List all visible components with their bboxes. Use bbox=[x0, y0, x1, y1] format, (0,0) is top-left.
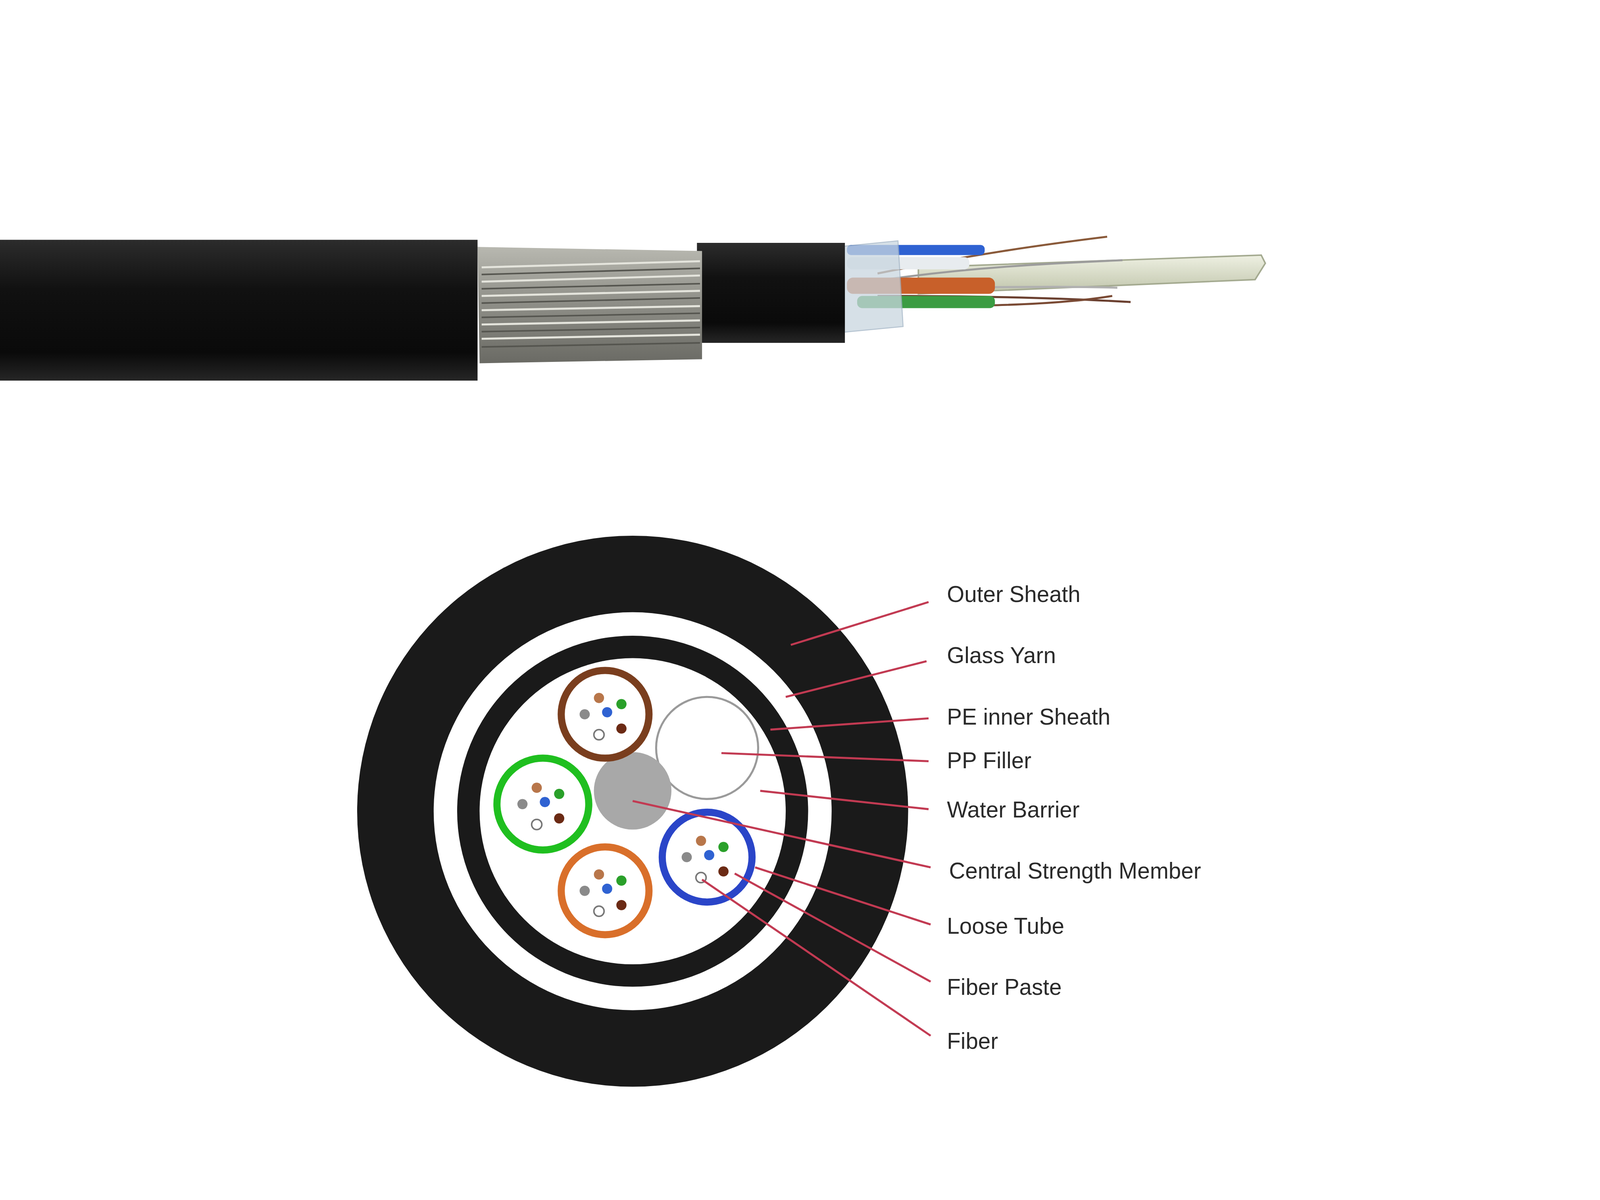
cross-section bbox=[357, 535, 909, 1087]
cable-photo bbox=[0, 236, 1266, 381]
part-label: Fiber bbox=[944, 1029, 1000, 1055]
part-label: Loose Tube bbox=[944, 914, 1067, 939]
part-label: Fiber Paste bbox=[944, 975, 1064, 1000]
part-label: PP Filler bbox=[944, 748, 1034, 774]
part-label: Central Strength Member bbox=[946, 859, 1203, 884]
part-label: PE inner Sheath bbox=[944, 705, 1113, 730]
part-label: Water Barrier bbox=[944, 798, 1082, 823]
part-label: Glass Yarn bbox=[944, 644, 1058, 669]
leader-lines bbox=[632, 601, 931, 1036]
part-label: Outer Sheath bbox=[944, 582, 1083, 608]
